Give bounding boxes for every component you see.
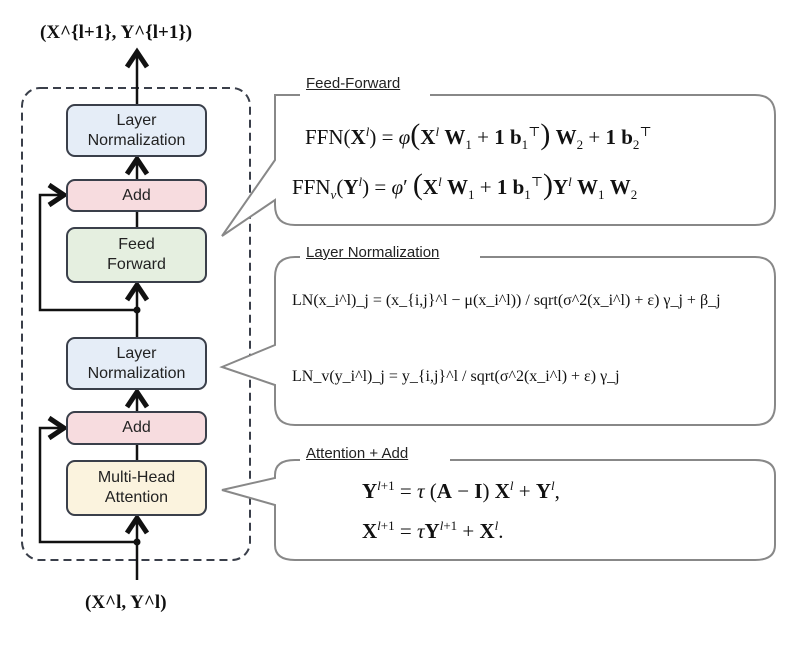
callout-ln-bubble	[219, 256, 776, 426]
callout-attn-bubble	[221, 459, 776, 561]
add-top-block: Add	[66, 179, 207, 212]
callout-ln-title: Layer Normalization	[302, 244, 444, 261]
residual-ffn	[38, 182, 137, 312]
ffn-v-equation: FFNv(Yl) = φ′ (Xl W1 + 1 b1⊤)Yl W1 W2	[292, 168, 638, 203]
ffn-equation: FFN(Xl) = φ(Xl W1 + 1 b1⊤) W2 + 1 b2⊤	[305, 118, 652, 153]
feed-forward-block: Feed Forward	[66, 227, 207, 283]
add-bottom-block: Add	[66, 411, 207, 445]
ln-equation: LN(x_i^l)_j = (x_{i,j}^l − μ(x_i^l)) / s…	[292, 292, 721, 309]
attn-y-equation: Yl+1 = τ (A − I) Xl + Yl,	[362, 478, 560, 503]
callout-ffn-title: Feed-Forward	[302, 75, 405, 92]
layer-norm-mid-block: Layer Normalization	[66, 337, 207, 390]
output-label: (X^{l+1}, Y^{l+1})	[40, 22, 193, 43]
attn-x-equation: Xl+1 = τYl+1 + Xl.	[362, 518, 504, 543]
attention-block: Multi-Head Attention	[66, 460, 207, 516]
callout-ffn-bubble	[221, 94, 776, 237]
input-label: (X^l, Y^l)	[85, 592, 167, 613]
residual-attn	[38, 415, 137, 544]
callout-attn-title: Attention + Add	[302, 445, 413, 462]
layer-norm-top-block: Layer Normalization	[66, 104, 207, 157]
ln-v-equation: LN_v(y_i^l)_j = y_{i,j}^l / sqrt(σ^2(x_i…	[292, 368, 620, 385]
